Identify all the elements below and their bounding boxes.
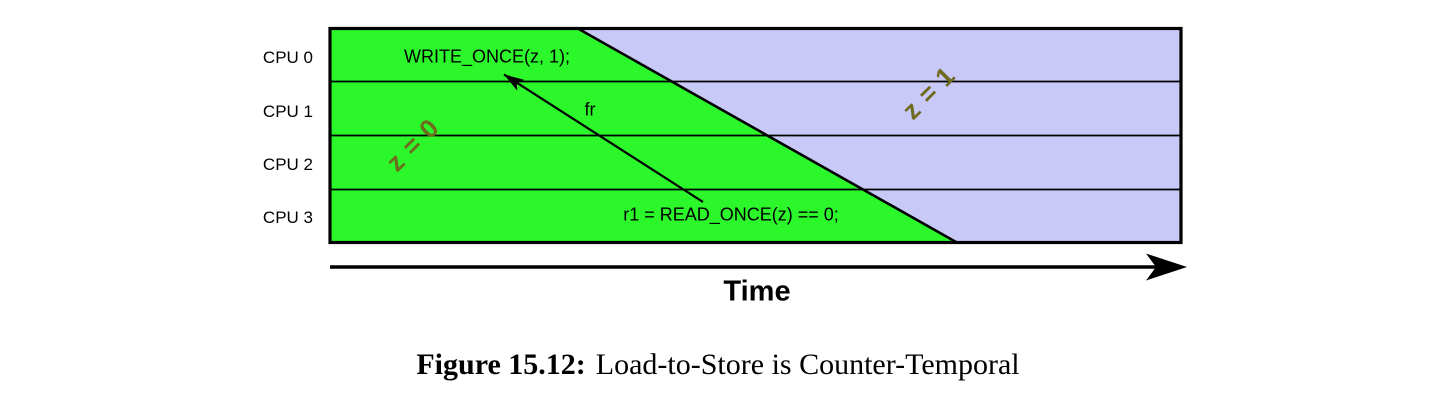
read-once-label: r1 = READ_ONCE(z) == 0; (623, 204, 839, 225)
state-boundary-line (576, 26, 957, 244)
figure-caption-number: Figure 15.12: (416, 348, 586, 381)
figure-caption-title: Load-to-Store is Counter-Temporal (595, 348, 1020, 381)
fr-arrow (503, 73, 704, 203)
cpu-label-1: CPU 1 (262, 102, 313, 121)
timeline-box-border (328, 26, 1183, 245)
cpu-label-0: CPU 0 (262, 48, 313, 67)
write-once-label: WRITE_ONCE(z, 1); (403, 46, 571, 67)
cpu-label-3: CPU 3 (262, 208, 313, 227)
fr-arrow-label: fr (584, 99, 596, 120)
time-axis-label: Time (723, 275, 791, 308)
cpu-label-2: CPU 2 (262, 155, 313, 174)
time-axis-arrowhead-icon (1146, 253, 1187, 281)
figure-caption: Figure 15.12: Load-to-Store is Counter-Te… (416, 348, 1019, 382)
